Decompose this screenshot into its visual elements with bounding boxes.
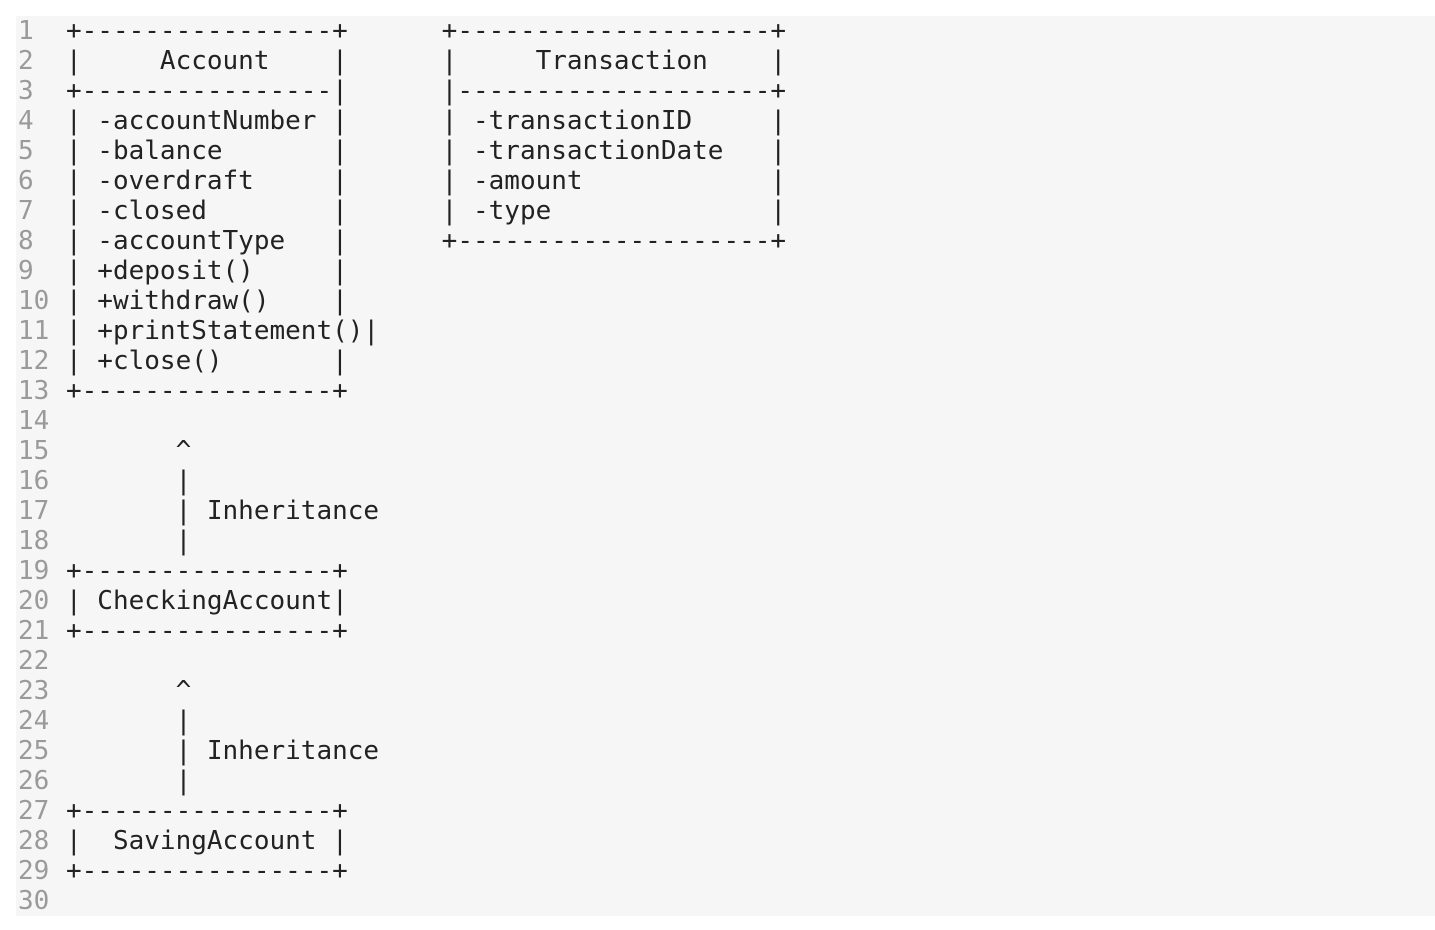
- editor-line[interactable]: 23 ^: [16, 676, 1435, 706]
- line-number: 13: [18, 376, 50, 406]
- editor-line[interactable]: 8 | -accountType | +--------------------+: [16, 226, 1435, 256]
- line-number: 28: [18, 826, 50, 856]
- editor-line[interactable]: 11 | +printStatement()|: [16, 316, 1435, 346]
- editor-line[interactable]: 30: [16, 886, 1435, 916]
- line-text[interactable]: | SavingAccount |: [66, 826, 348, 856]
- editor-line[interactable]: 15 ^: [16, 436, 1435, 466]
- line-text[interactable]: | +deposit() |: [66, 256, 348, 286]
- line-text[interactable]: ^: [66, 676, 192, 706]
- editor-line[interactable]: 18 |: [16, 526, 1435, 556]
- editor-line[interactable]: 6 | -overdraft | | -amount |: [16, 166, 1435, 196]
- editor-line[interactable]: 2 | Account | | Transaction |: [16, 46, 1435, 76]
- editor-line[interactable]: 14: [16, 406, 1435, 436]
- line-number: 17: [18, 496, 50, 526]
- line-number: 2: [18, 46, 34, 76]
- line-text[interactable]: | CheckingAccount|: [66, 586, 348, 616]
- code-editor[interactable]: 1 +----------------+ +-------------------…: [16, 16, 1435, 916]
- line-number: 3: [18, 76, 34, 106]
- line-number: 7: [18, 196, 34, 226]
- line-text[interactable]: | -accountNumber | | -transactionID |: [66, 106, 787, 136]
- editor-line[interactable]: 19 +----------------+: [16, 556, 1435, 586]
- line-text[interactable]: |: [66, 526, 192, 556]
- editor-line[interactable]: 4 | -accountNumber | | -transactionID |: [16, 106, 1435, 136]
- line-number: 10: [18, 286, 50, 316]
- line-number: 22: [18, 646, 50, 676]
- line-number: 14: [18, 406, 50, 436]
- line-text[interactable]: | Inheritance: [66, 496, 380, 526]
- line-text[interactable]: | -closed | | -type |: [66, 196, 787, 226]
- line-text[interactable]: +----------------+: [66, 376, 348, 406]
- editor-line[interactable]: 12 | +close() |: [16, 346, 1435, 376]
- line-text[interactable]: | -balance | | -transactionDate |: [66, 136, 787, 166]
- editor-line[interactable]: 5 | -balance | | -transactionDate |: [16, 136, 1435, 166]
- editor-line[interactable]: 3 +----------------| |-------------------…: [16, 76, 1435, 106]
- editor-line[interactable]: 25 | Inheritance: [16, 736, 1435, 766]
- line-text[interactable]: +----------------+: [66, 796, 348, 826]
- line-number: 1: [18, 16, 34, 46]
- editor-line[interactable]: 28 | SavingAccount |: [16, 826, 1435, 856]
- line-text[interactable]: |: [66, 706, 192, 736]
- line-number: 6: [18, 166, 34, 196]
- line-number: 4: [18, 106, 34, 136]
- editor-line[interactable]: 26 |: [16, 766, 1435, 796]
- line-text[interactable]: | -overdraft | | -amount |: [66, 166, 787, 196]
- editor-line[interactable]: 29 +----------------+: [16, 856, 1435, 886]
- line-text[interactable]: |: [66, 466, 192, 496]
- editor-line[interactable]: 27 +----------------+: [16, 796, 1435, 826]
- line-number: 5: [18, 136, 34, 166]
- line-number: 8: [18, 226, 34, 256]
- line-text[interactable]: +----------------+: [66, 856, 348, 886]
- line-text[interactable]: ^: [66, 436, 192, 466]
- editor-line[interactable]: 10 | +withdraw() |: [16, 286, 1435, 316]
- line-number: 27: [18, 796, 50, 826]
- line-number: 9: [18, 256, 34, 286]
- editor-lines: 1 +----------------+ +-------------------…: [16, 16, 1435, 916]
- editor-line[interactable]: 17 | Inheritance: [16, 496, 1435, 526]
- editor-line[interactable]: 20 | CheckingAccount|: [16, 586, 1435, 616]
- editor-line[interactable]: 13 +----------------+: [16, 376, 1435, 406]
- line-number: 26: [18, 766, 50, 796]
- line-text[interactable]: | Account | | Transaction |: [66, 46, 787, 76]
- line-number: 11: [18, 316, 50, 346]
- line-number: 24: [18, 706, 50, 736]
- editor-line[interactable]: 22: [16, 646, 1435, 676]
- line-text[interactable]: +----------------+ +--------------------…: [66, 16, 787, 46]
- line-text[interactable]: +----------------+: [66, 556, 348, 586]
- line-number: 16: [18, 466, 50, 496]
- line-number: 21: [18, 616, 50, 646]
- line-number: 19: [18, 556, 50, 586]
- editor-line[interactable]: 16 |: [16, 466, 1435, 496]
- line-number: 30: [18, 886, 50, 916]
- line-number: 18: [18, 526, 50, 556]
- line-number: 25: [18, 736, 50, 766]
- editor-line[interactable]: 21 +----------------+: [16, 616, 1435, 646]
- line-text[interactable]: | Inheritance: [66, 736, 380, 766]
- line-text[interactable]: | +printStatement()|: [66, 316, 380, 346]
- editor-line[interactable]: 1 +----------------+ +-------------------…: [16, 16, 1435, 46]
- line-number: 12: [18, 346, 50, 376]
- line-number: 29: [18, 856, 50, 886]
- editor-line[interactable]: 7 | -closed | | -type |: [16, 196, 1435, 226]
- line-text[interactable]: | +close() |: [66, 346, 348, 376]
- line-text[interactable]: | -accountType | +--------------------+: [66, 226, 787, 256]
- editor-line[interactable]: 9 | +deposit() |: [16, 256, 1435, 286]
- line-text[interactable]: |: [66, 766, 192, 796]
- line-text[interactable]: | +withdraw() |: [66, 286, 348, 316]
- line-text[interactable]: +----------------| |--------------------…: [66, 76, 787, 106]
- line-number: 20: [18, 586, 50, 616]
- line-number: 15: [18, 436, 50, 466]
- line-text[interactable]: +----------------+: [66, 616, 348, 646]
- line-number: 23: [18, 676, 50, 706]
- editor-line[interactable]: 24 |: [16, 706, 1435, 736]
